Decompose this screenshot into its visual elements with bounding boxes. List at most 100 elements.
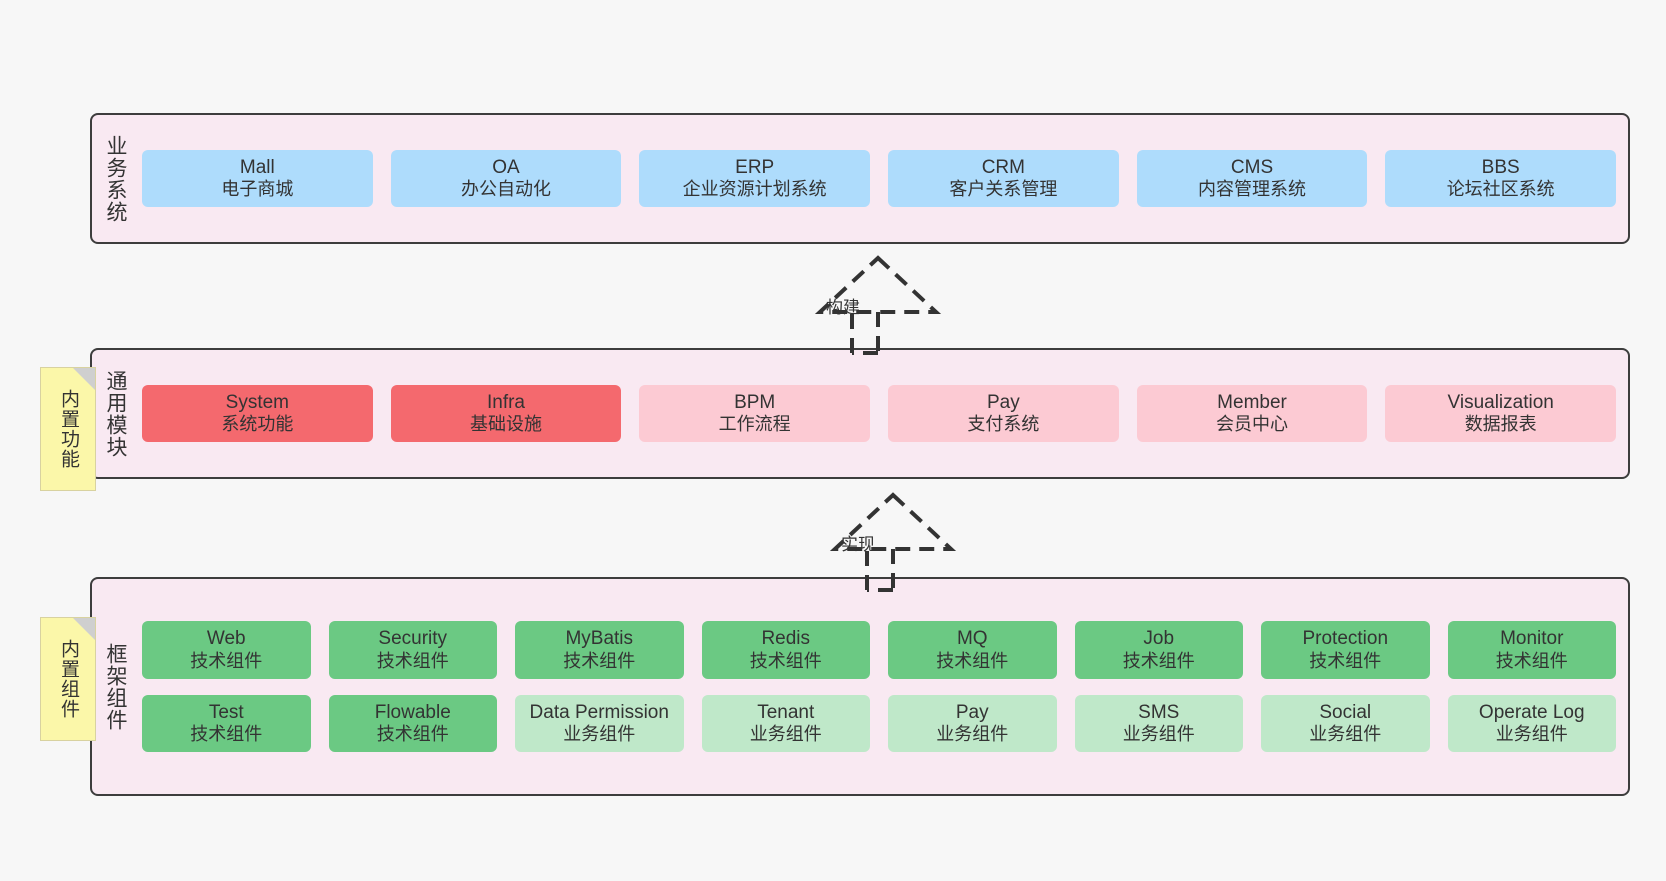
business-box-mall[interactable]: Mall 电子商城 [142, 149, 373, 208]
box-subtitle: 业务组件 [563, 723, 636, 744]
box-subtitle: 技术组件 [376, 723, 449, 744]
component-box-pay[interactable]: Pay 业务组件 [888, 694, 1057, 752]
box-title: System [225, 391, 290, 413]
business-box-cms[interactable]: CMS 内容管理系统 [1136, 149, 1368, 208]
box-title: Protection [1302, 628, 1389, 650]
box-title: Infra [486, 391, 526, 413]
business-box-erp[interactable]: ERP 企业资源计划系统 [639, 149, 871, 208]
box-subtitle: 技术组件 [1309, 650, 1382, 671]
box-title: BPM [734, 391, 776, 413]
layer-body-modules: System 系统功能 Infra 基础设施 BPM 工作流程 Pay 支付系统… [138, 350, 1628, 477]
component-box-test[interactable]: Test 技术组件 [142, 694, 311, 752]
component-box-web[interactable]: Web 技术组件 [142, 621, 311, 679]
box-title: CMS [1230, 156, 1274, 178]
component-box-data-permission[interactable]: Data Permission 业务组件 [515, 694, 684, 752]
note-builtin-components: 内置组件 [40, 617, 96, 741]
business-box-crm[interactable]: CRM 客户关系管理 [888, 149, 1119, 208]
connector-implement-arrow [829, 492, 957, 592]
module-box-visualization[interactable]: Visualization 数据报表 [1385, 384, 1617, 443]
box-title: MQ [956, 628, 988, 650]
box-title: Redis [761, 628, 811, 650]
box-subtitle: 基础设施 [470, 414, 542, 435]
layer-panel-business: 业务系统 Mall 电子商城 OA 办公自动化 ERP 企业资源计划系统 CRM… [90, 113, 1630, 244]
box-title: Test [208, 701, 244, 723]
box-title: Visualization [1447, 391, 1554, 413]
layer-body-framework: Web 技术组件 Security 技术组件 MyBatis 技术组件 Redi… [138, 579, 1628, 794]
layer-label-modules: 通用模块 [103, 369, 127, 458]
component-box-tenant[interactable]: Tenant 业务组件 [701, 694, 870, 752]
box-title: Security [378, 628, 448, 650]
module-box-member[interactable]: Member 会员中心 [1136, 384, 1368, 443]
component-box-protection[interactable]: Protection 技术组件 [1261, 621, 1430, 679]
box-subtitle: 电子商城 [221, 179, 294, 200]
modules-row: System 系统功能 Infra 基础设施 BPM 工作流程 Pay 支付系统… [142, 384, 1617, 443]
box-title: Pay [986, 391, 1020, 413]
box-subtitle: 技术组件 [1495, 650, 1568, 671]
box-subtitle: 技术组件 [749, 650, 822, 671]
box-title: Job [1143, 628, 1175, 650]
box-title: Monitor [1500, 628, 1564, 650]
module-box-system[interactable]: System 系统功能 [142, 384, 373, 443]
box-title: ERP [735, 156, 775, 178]
layer-label-business: 业务系统 [103, 134, 127, 223]
box-subtitle: 业务组件 [936, 723, 1009, 744]
box-title: BBS [1481, 156, 1520, 178]
box-subtitle: 技术组件 [190, 723, 263, 744]
box-title: Tenant [757, 701, 815, 723]
framework-row-1: Web 技术组件 Security 技术组件 MyBatis 技术组件 Redi… [142, 621, 1616, 679]
box-subtitle: 数据报表 [1464, 414, 1537, 435]
framework-row-2: Test 技术组件 Flowable 技术组件 Data Permission … [142, 694, 1616, 752]
business-row: Mall 电子商城 OA 办公自动化 ERP 企业资源计划系统 CRM 客户关系… [142, 149, 1617, 208]
box-subtitle: 论坛社区系统 [1446, 179, 1555, 200]
box-subtitle: 技术组件 [376, 650, 449, 671]
box-title: Mall [239, 156, 275, 178]
component-box-social[interactable]: Social 业务组件 [1261, 694, 1430, 752]
layer-label-framework: 框架组件 [103, 642, 127, 731]
box-title: SMS [1138, 701, 1180, 723]
box-subtitle: 企业资源计划系统 [682, 179, 827, 200]
note-builtin-functions: 内置功能 [40, 367, 96, 491]
box-subtitle: 办公自动化 [461, 179, 551, 200]
component-box-mybatis[interactable]: MyBatis 技术组件 [515, 621, 684, 679]
box-subtitle: 系统功能 [221, 414, 294, 435]
box-title: OA [492, 156, 520, 178]
component-box-monitor[interactable]: Monitor 技术组件 [1447, 621, 1616, 679]
box-title: Data Permission [529, 701, 669, 723]
box-subtitle: 业务组件 [749, 723, 822, 744]
module-box-pay[interactable]: Pay 支付系统 [888, 384, 1119, 443]
box-subtitle: 技术组件 [936, 650, 1009, 671]
box-subtitle: 会员中心 [1216, 414, 1289, 435]
layer-panel-modules: 通用模块 System 系统功能 Infra 基础设施 BPM 工作流程 Pay… [90, 348, 1630, 479]
component-box-operate-log[interactable]: Operate Log 业务组件 [1447, 694, 1616, 752]
layer-panel-framework: 框架组件 Web 技术组件 Security 技术组件 MyBatis 技术组件… [90, 577, 1630, 796]
box-title: Member [1217, 391, 1287, 413]
box-title: Social [1319, 701, 1372, 723]
box-subtitle: 技术组件 [1122, 650, 1195, 671]
business-box-oa[interactable]: OA 办公自动化 [390, 149, 622, 208]
component-box-redis[interactable]: Redis 技术组件 [701, 621, 870, 679]
component-box-flowable[interactable]: Flowable 技术组件 [328, 694, 497, 752]
box-subtitle: 客户关系管理 [949, 179, 1058, 200]
box-subtitle: 技术组件 [563, 650, 636, 671]
component-box-security[interactable]: Security 技术组件 [328, 621, 497, 679]
box-title: Web [206, 628, 246, 650]
box-title: Flowable [374, 701, 451, 723]
business-box-bbs[interactable]: BBS 论坛社区系统 [1385, 149, 1617, 208]
box-subtitle: 技术组件 [190, 650, 263, 671]
module-box-infra[interactable]: Infra 基础设施 [390, 384, 622, 443]
component-box-job[interactable]: Job 技术组件 [1074, 621, 1243, 679]
box-subtitle: 业务组件 [1122, 723, 1195, 744]
box-subtitle: 支付系统 [967, 414, 1040, 435]
note-text: 内置功能 [58, 389, 80, 469]
module-box-bpm[interactable]: BPM 工作流程 [639, 384, 871, 443]
box-title: Operate Log [1478, 701, 1585, 723]
box-subtitle: 业务组件 [1495, 723, 1568, 744]
component-box-sms[interactable]: SMS 业务组件 [1074, 694, 1243, 752]
box-subtitle: 业务组件 [1309, 723, 1382, 744]
layer-body-business: Mall 电子商城 OA 办公自动化 ERP 企业资源计划系统 CRM 客户关系… [138, 115, 1628, 242]
box-title: Pay [955, 701, 989, 723]
component-box-mq[interactable]: MQ 技术组件 [888, 621, 1057, 679]
note-text: 内置组件 [58, 639, 80, 719]
box-title: MyBatis [565, 628, 634, 650]
